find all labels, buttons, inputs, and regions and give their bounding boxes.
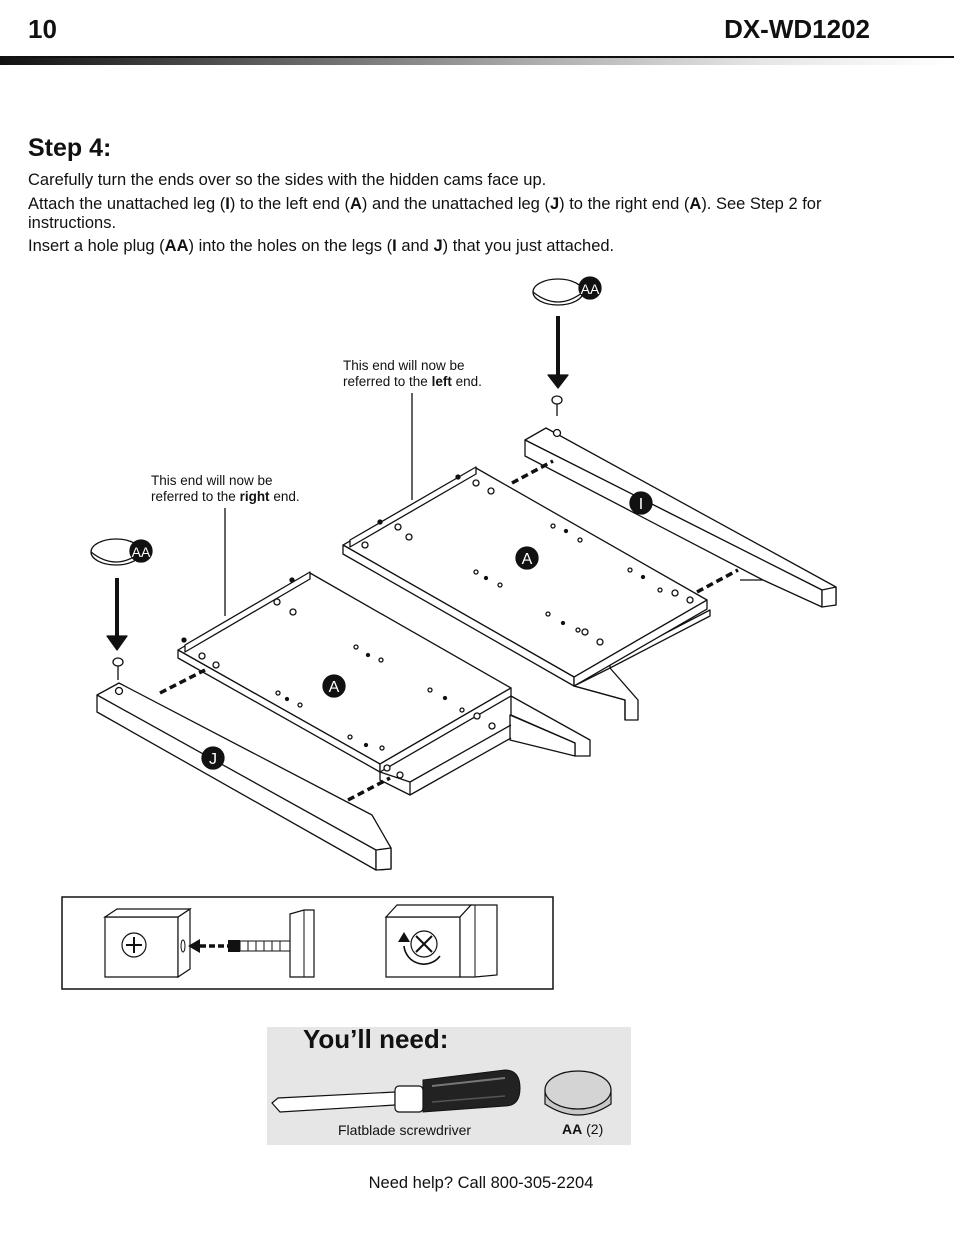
- label-a-upper: A: [522, 551, 533, 568]
- screwdriver-icon: [271, 1069, 521, 1113]
- cam-arrow-icon: [188, 939, 200, 953]
- dowel-lines-upper: [511, 459, 739, 594]
- label-j: J: [209, 751, 217, 768]
- badge-aa-lower: [129, 539, 153, 563]
- badge-j: [201, 746, 225, 770]
- badge-a-lower: [322, 674, 346, 698]
- part-label: AA (2): [562, 1121, 604, 1137]
- callout-right-end: This end will now be referred to the rig…: [151, 473, 300, 504]
- cam-lock-inset: [61, 896, 554, 990]
- badge-a-upper: [515, 546, 539, 570]
- label-aa-lower: AA: [132, 544, 151, 560]
- instruction-1: Carefully turn the ends over so the side…: [28, 171, 547, 189]
- hole-plug-icon: [544, 1070, 612, 1116]
- left-end-holes: [361, 479, 694, 646]
- label-a-lower: A: [329, 679, 340, 696]
- model-number: DX-WD1202: [724, 14, 870, 44]
- instruction-2: Attach the unattached leg (I) to the lef…: [28, 195, 822, 232]
- badge-aa-upper: [578, 276, 602, 300]
- step-title: Step 4:: [28, 134, 112, 162]
- callout-left-end: This end will now be referred to the lef…: [343, 358, 482, 389]
- header-line: [0, 56, 954, 58]
- page-number: 10: [28, 14, 57, 44]
- hole-plug-lower: [90, 538, 142, 680]
- hole-plug-upper: [532, 278, 584, 416]
- label-aa-upper: AA: [581, 281, 600, 297]
- header-rule: [0, 56, 954, 65]
- leg-j: [96, 682, 392, 871]
- badge-i: [629, 491, 653, 515]
- label-i: I: [639, 496, 643, 513]
- arrow-head-upper: [547, 374, 569, 389]
- rotate-arrow-icon: [403, 945, 441, 965]
- right-end-panel: [177, 571, 591, 796]
- you-need-title: You’ll need:: [303, 1024, 449, 1054]
- dowel-lines-lower: [159, 668, 391, 802]
- instruction-3: Insert a hole plug (AA) into the holes o…: [28, 237, 615, 255]
- right-end-holes: [198, 598, 496, 779]
- left-end-panel: [342, 466, 711, 721]
- help-footer: Need help? Call 800-305-2204: [368, 1174, 594, 1192]
- leg-i: [524, 427, 837, 608]
- tool-label: Flatblade screwdriver: [338, 1122, 472, 1138]
- arrow-head-lower: [106, 635, 128, 651]
